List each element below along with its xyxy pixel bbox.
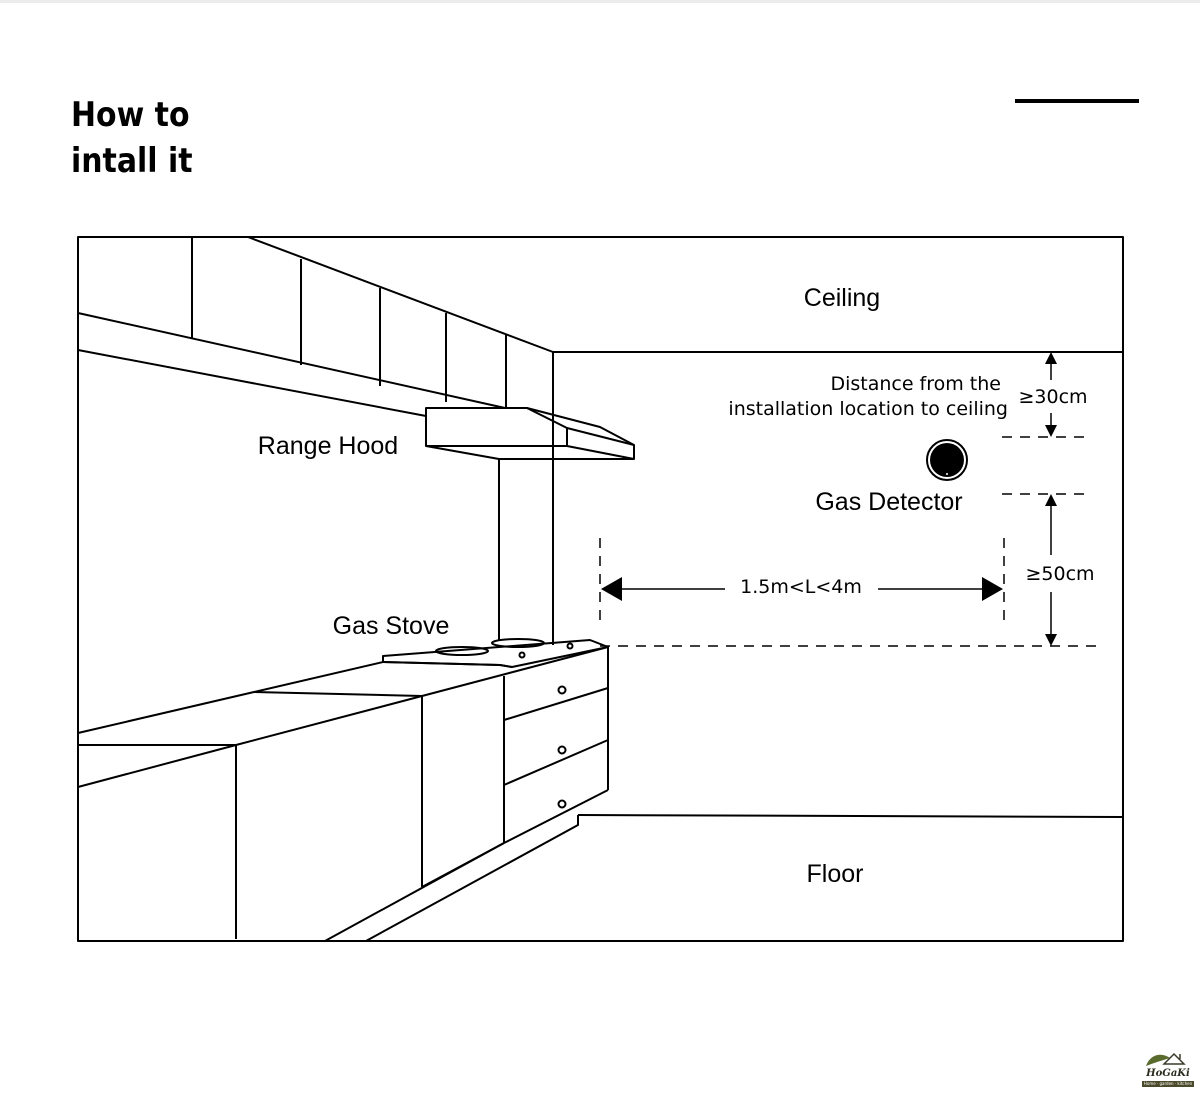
ceiling-label: Ceiling <box>804 284 880 312</box>
dimension-arrows <box>620 360 1052 638</box>
floor-edge <box>577 814 1123 818</box>
arrow-up-icon <box>1045 494 1057 506</box>
dimension-guides <box>599 436 1098 647</box>
knob <box>566 642 574 650</box>
gas-detector-label: Gas Detector <box>815 488 962 516</box>
page-title: How to intall it <box>71 92 193 184</box>
drawer-handle <box>557 745 567 755</box>
gas-detector-icon <box>926 439 968 481</box>
arrow-right-icon <box>982 577 1003 601</box>
horizontal-range-value: 1.5m<L<4m <box>740 576 862 598</box>
title-line-1: How to <box>71 95 190 135</box>
top-border <box>0 0 1200 3</box>
drawer-handle <box>557 799 567 809</box>
diagram-frame <box>77 236 1124 942</box>
arrow-up-icon <box>1045 352 1057 364</box>
arrow-down-icon <box>1045 634 1057 646</box>
title-line-2: intall it <box>71 141 193 181</box>
decorative-line <box>1015 99 1139 103</box>
arrow-left-icon <box>601 577 622 601</box>
floor-label: Floor <box>807 860 864 888</box>
stove-height-value: ≥50cm <box>1025 563 1094 585</box>
gas-stove-label: Gas Stove <box>333 612 450 640</box>
brand-logo: HoGaKi Home · garden · kitchen <box>1140 1046 1196 1090</box>
knob <box>518 651 526 659</box>
upper-cabinets <box>77 236 554 417</box>
arrow-down-icon <box>1045 425 1057 437</box>
drawer-handle <box>557 685 567 695</box>
ceiling-distance-value: ≥30cm <box>1018 386 1087 408</box>
range-hood-label: Range Hood <box>258 432 398 460</box>
base-cabinets <box>77 646 609 942</box>
distance-label-line-2: installation location to ceiling <box>728 398 1008 420</box>
distance-label-line-1: Distance from the <box>830 373 1001 395</box>
range-hood <box>425 407 635 640</box>
logo-tagline: Home · garden · kitchen <box>1142 1081 1194 1087</box>
burner-left <box>435 646 489 656</box>
arrow-heads <box>601 352 1057 646</box>
gas-stove <box>382 638 609 668</box>
burner-right <box>491 638 545 648</box>
leaf-house-icon <box>1146 1052 1186 1066</box>
logo-name: HoGaKi <box>1146 1068 1190 1079</box>
